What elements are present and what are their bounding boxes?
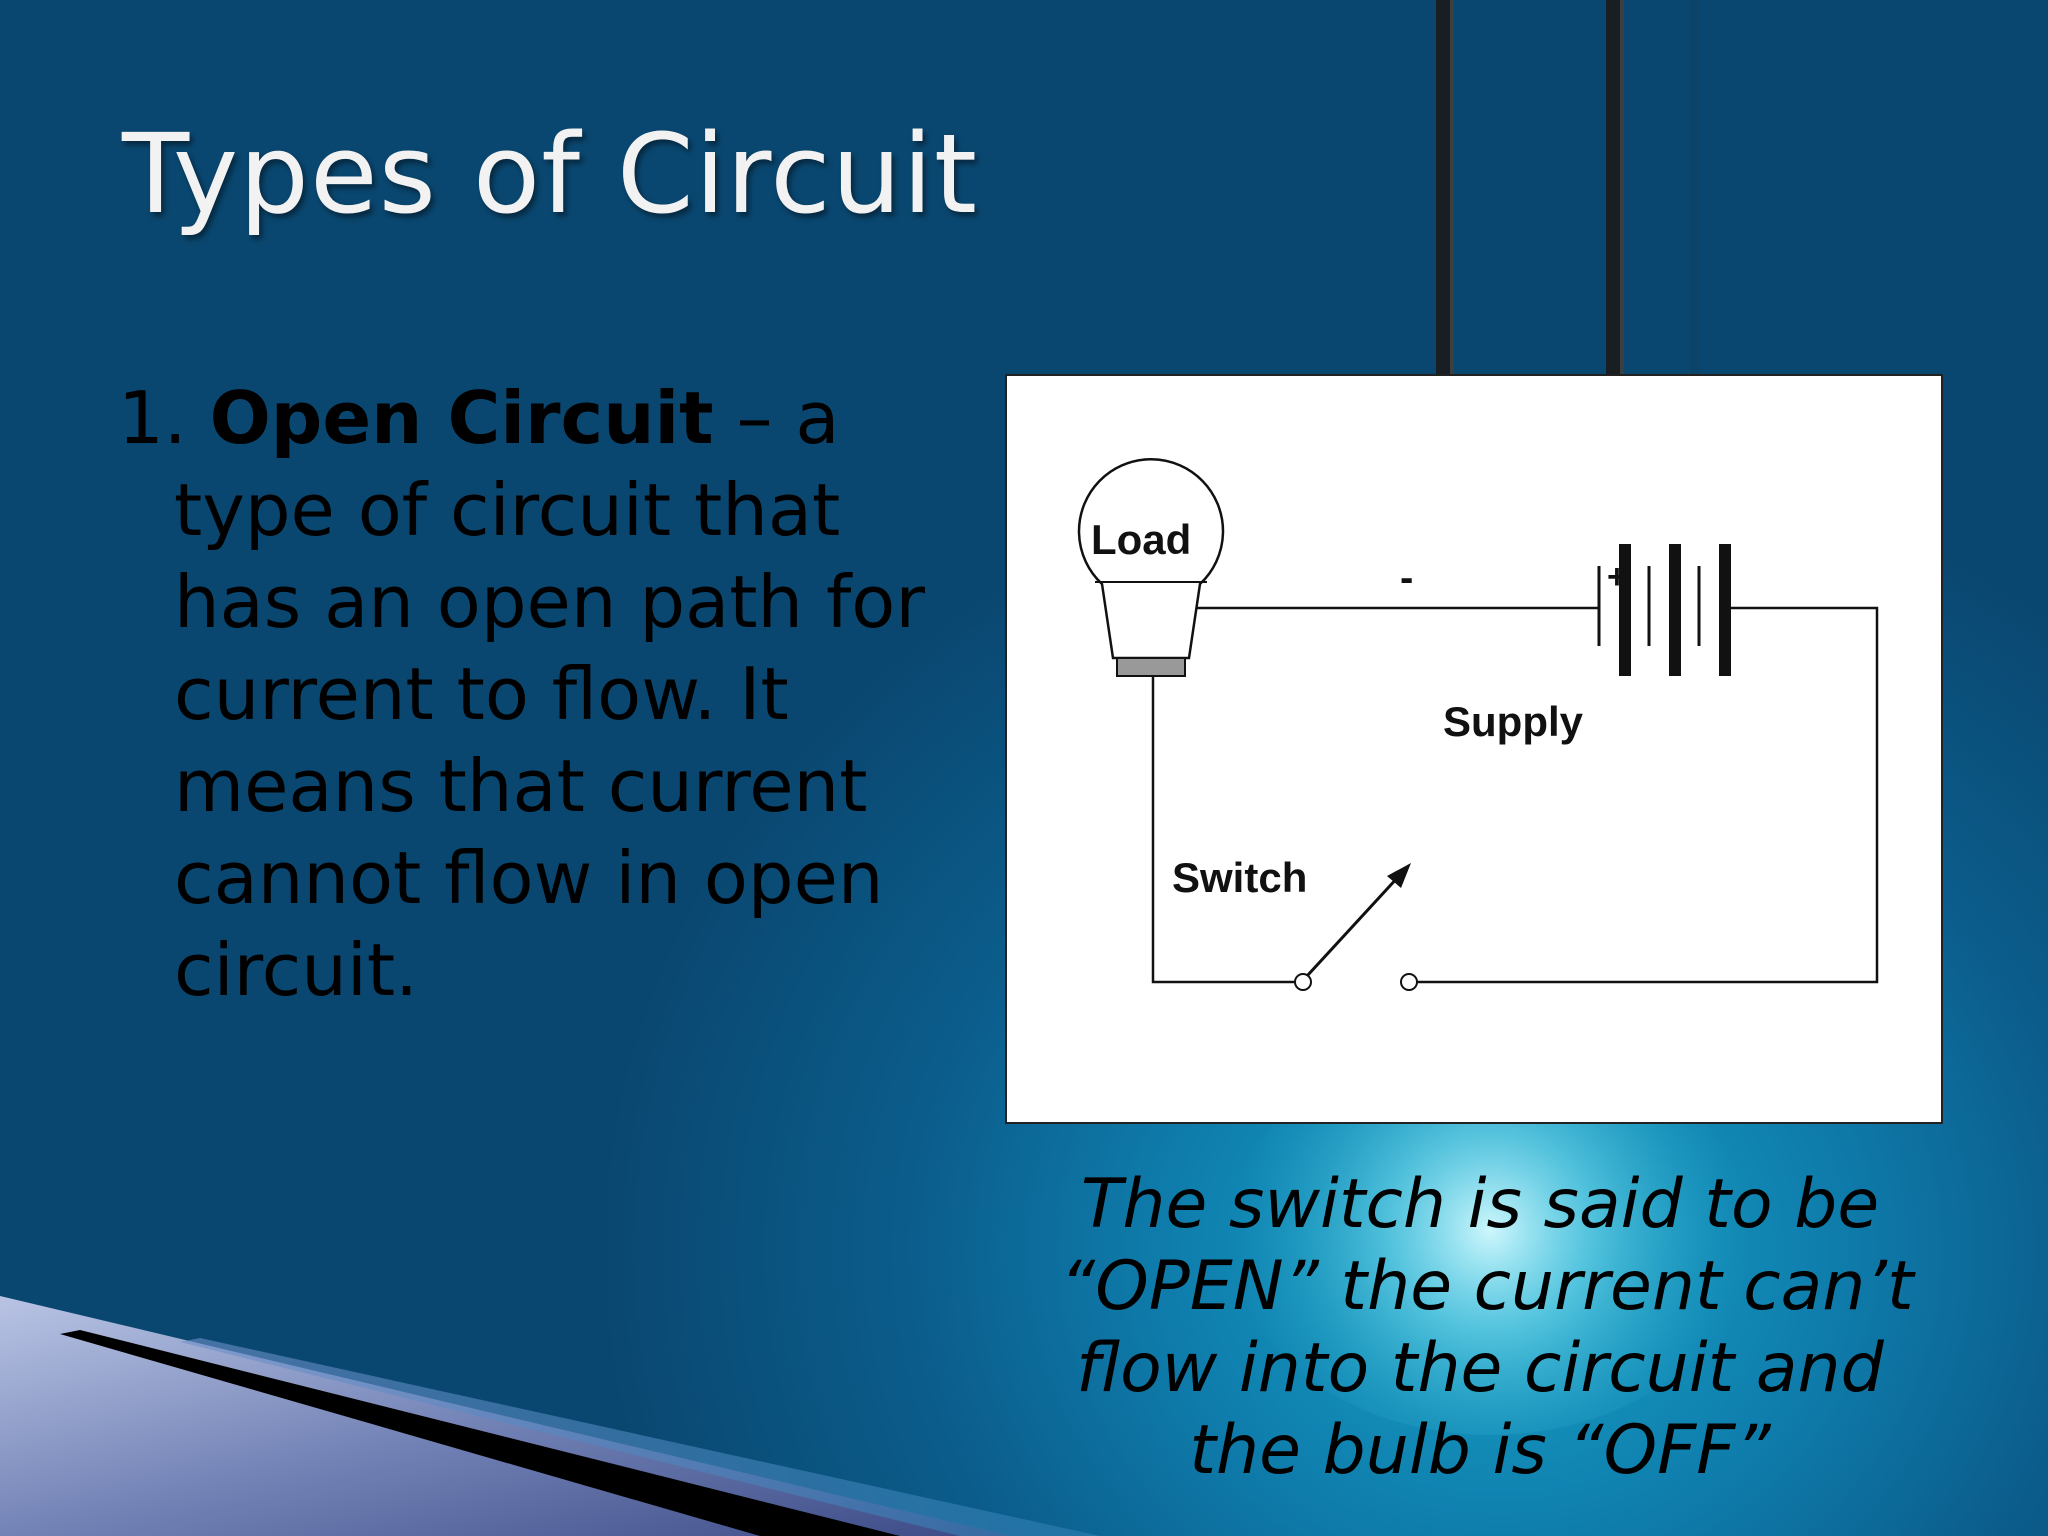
caption-line: the bulb is “OFF”	[1189, 1411, 1771, 1490]
switch-terminal-left	[1294, 973, 1312, 991]
bulb-glow	[1230, 1035, 1750, 1435]
plus-sign: +	[1607, 558, 1627, 596]
definition-text: 1. Open Circuit – a type of circuit that…	[118, 372, 978, 1016]
term-open-circuit: Open Circuit	[209, 376, 714, 460]
load-label: Load	[1091, 516, 1192, 563]
minus-sign: -	[1400, 556, 1413, 600]
list-number: 1.	[118, 376, 210, 460]
switch-terminal-right	[1400, 973, 1418, 991]
definition-line: cannot flow in open	[174, 836, 884, 920]
battery-icon	[1597, 544, 1731, 676]
supply-label: Supply	[1443, 698, 1584, 745]
circuit-drawing: - +	[1077, 458, 1879, 991]
definition-line: circuit.	[174, 928, 418, 1012]
definition-line: type of circuit that	[174, 468, 841, 552]
definition-line: current to flow. It	[174, 652, 789, 736]
wire-top-right	[1407, 606, 1879, 984]
switch-lever	[1305, 874, 1401, 978]
swoosh-teal	[180, 1338, 1100, 1536]
wire-left	[1151, 676, 1301, 984]
definition-first-line: 1. Open Circuit – a	[118, 372, 978, 464]
definition-line: means that current	[174, 744, 868, 828]
diagram-caption: The switch is said to be “OPEN” the curr…	[1060, 1164, 1914, 1492]
slide-title: Types of Circuit	[122, 110, 978, 238]
definition-dash: – a	[713, 376, 840, 460]
caption-line: The switch is said to be	[1080, 1165, 1880, 1244]
circuit-diagram: - + Load Supply Switch	[1005, 374, 1943, 1124]
caption-line: flow into the circuit and	[1076, 1329, 1884, 1408]
bulb-base	[1116, 657, 1186, 677]
swoosh-dark	[60, 1330, 900, 1536]
switch-label: Switch	[1172, 854, 1308, 901]
bulb-icon	[1077, 458, 1225, 660]
caption-line: “OPEN” the current can’t	[1060, 1247, 1914, 1326]
cord-left	[1436, 0, 1454, 380]
definition-line: has an open path for	[174, 560, 925, 644]
switch-arrowhead	[1387, 863, 1411, 888]
cord-right	[1606, 0, 1624, 380]
